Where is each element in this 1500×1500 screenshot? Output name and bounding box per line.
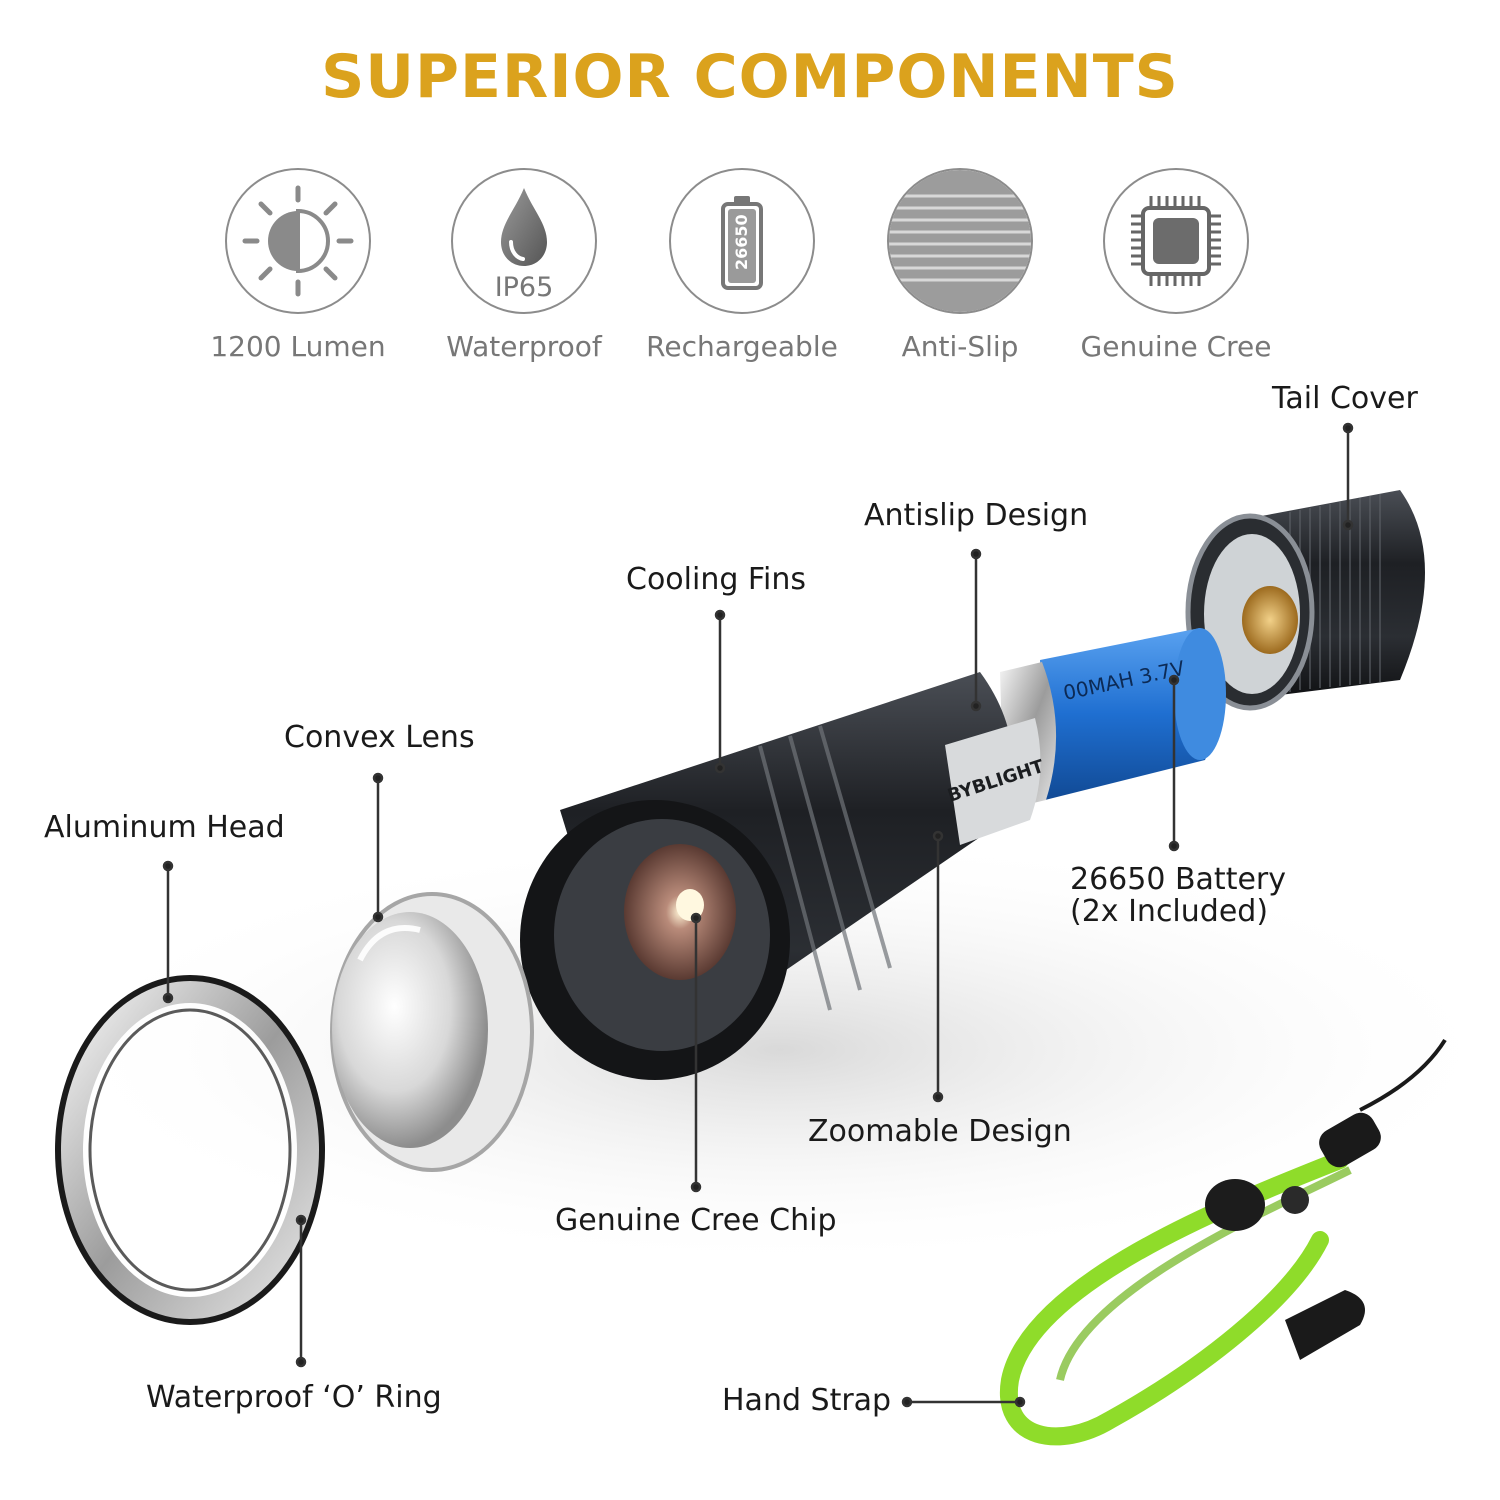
callout-waterproof-o-ring: Waterproof ‘O’ Ring bbox=[146, 1380, 442, 1415]
flashlight-body: BYBLIGHT bbox=[520, 672, 1047, 1080]
feature-label: Waterproof bbox=[446, 330, 602, 363]
aluminum-head-ring bbox=[55, 975, 325, 1325]
page-title: SUPERIOR COMPONENTS bbox=[321, 42, 1179, 112]
callout-battery: 26650 Battery (2x Included) bbox=[1070, 864, 1286, 928]
callout-genuine-cree-chip: Genuine Cree Chip bbox=[555, 1203, 837, 1238]
feature-label: 1200 Lumen bbox=[210, 330, 386, 363]
feature-genuine-cree: Genuine Cree bbox=[1066, 168, 1286, 363]
water-drop-icon: IP65 bbox=[451, 168, 597, 314]
callout-antislip-design: Antislip Design bbox=[864, 498, 1089, 533]
feature-label: Rechargeable bbox=[646, 330, 838, 363]
callout-battery-line2: (2x Included) bbox=[1070, 894, 1269, 929]
battery-icon: 26650 bbox=[669, 168, 815, 314]
feature-label: Anti-Slip bbox=[901, 330, 1019, 363]
hand-strap-part bbox=[999, 1038, 1447, 1446]
callout-aluminum-head: Aluminum Head bbox=[44, 810, 285, 845]
feature-rechargeable: 26650 Rechargeable bbox=[632, 168, 852, 363]
callout-hand-strap: Hand Strap bbox=[722, 1383, 892, 1418]
feature-waterproof: IP65 Waterproof bbox=[414, 168, 634, 363]
ip65-badge: IP65 bbox=[495, 272, 554, 303]
feature-lumen: 1200 Lumen bbox=[188, 168, 408, 363]
callout-battery-line1: 26650 Battery bbox=[1070, 862, 1287, 897]
feature-label: Genuine Cree bbox=[1080, 330, 1272, 363]
callout-zoomable-design: Zoomable Design bbox=[808, 1114, 1072, 1149]
callout-convex-lens: Convex Lens bbox=[284, 720, 475, 755]
brightness-icon bbox=[225, 168, 371, 314]
knurled-texture-icon bbox=[887, 168, 1033, 314]
convex-lens-part bbox=[330, 892, 534, 1172]
callout-cooling-fins: Cooling Fins bbox=[626, 562, 806, 597]
battery-badge: 26650 bbox=[732, 214, 751, 270]
battery-part: 00MAH 3.7V bbox=[1040, 628, 1226, 800]
feature-anti-slip: Anti-Slip bbox=[850, 168, 1070, 363]
chip-icon bbox=[1103, 168, 1249, 314]
callout-tail-cover: Tail Cover bbox=[1272, 381, 1418, 416]
